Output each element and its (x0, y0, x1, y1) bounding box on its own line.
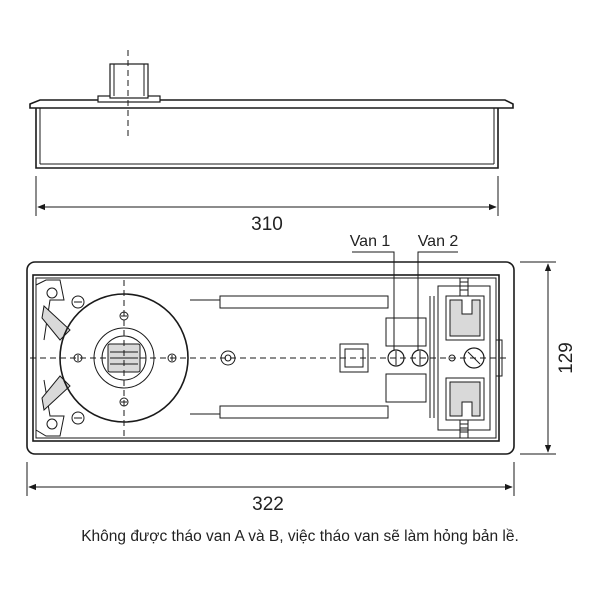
plan-view (26, 261, 515, 455)
dimension-bottom: 322 (26, 462, 515, 515)
housing-body (35, 108, 499, 169)
screw-bottom-left (71, 411, 85, 425)
stud-top (459, 277, 469, 297)
valve-1-leader (352, 251, 395, 350)
slot-bottom (219, 405, 389, 419)
bracket-bottom-left (35, 379, 65, 437)
bracket-top-left (35, 279, 65, 341)
dimension-bottom-label: 322 (252, 494, 284, 515)
valve-block-bottom (385, 373, 427, 403)
cover-plate (29, 99, 514, 109)
slot-top (219, 295, 389, 309)
dimension-right: 129 (520, 261, 577, 455)
valve-block-top (385, 317, 427, 347)
side-view (29, 50, 514, 169)
caption: Không được tháo van A và B, việc tháo va… (81, 528, 519, 545)
valve-callouts: Van 1 Van 2 (350, 233, 459, 350)
plan-cover-plate (26, 261, 515, 455)
valve-2-label: Van 2 (418, 233, 459, 250)
dimension-top-label: 310 (251, 214, 283, 235)
stud-bottom (459, 419, 469, 439)
dimension-top: 310 (35, 176, 499, 235)
dimension-right-label: 129 (556, 342, 577, 374)
screw-top-left (71, 295, 85, 309)
spindle (109, 63, 149, 99)
valve-1-label: Van 1 (350, 233, 391, 250)
valve-2-leader (417, 251, 458, 350)
